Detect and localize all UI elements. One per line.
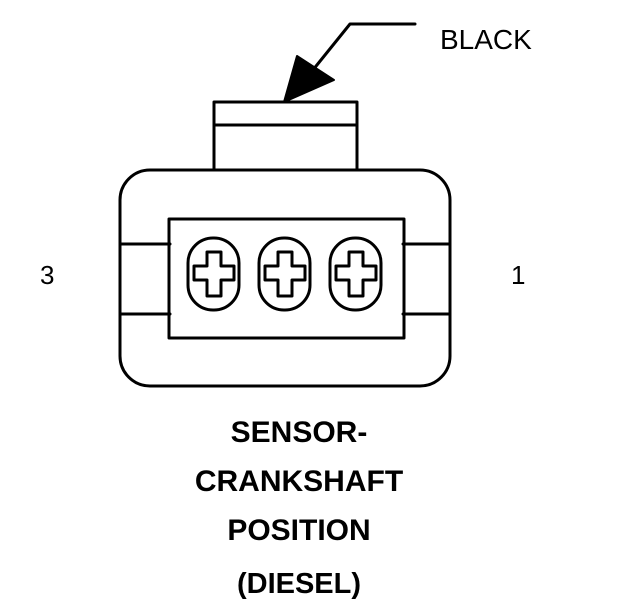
caption-line-3: POSITION — [227, 514, 371, 547]
terminal-cavity-1 — [328, 236, 383, 312]
terminal-cavity-2 — [257, 236, 312, 312]
pin-label-right: 1 — [511, 260, 526, 290]
locking-tab — [212, 100, 359, 172]
arrow-head-icon — [283, 55, 335, 103]
caption-line-4: (DIESEL) — [236, 568, 362, 600]
leader-line — [298, 22, 417, 88]
terminal-cavity-3 — [186, 236, 241, 312]
pin-label-left: 3 — [40, 260, 55, 290]
terminal-housing — [167, 217, 406, 340]
wire-color-label: BLACK — [440, 24, 532, 55]
caption-line-1: SENSOR- — [230, 416, 368, 449]
caption-line-2: CRANKSHAFT — [194, 465, 404, 498]
connector-body — [118, 168, 452, 388]
